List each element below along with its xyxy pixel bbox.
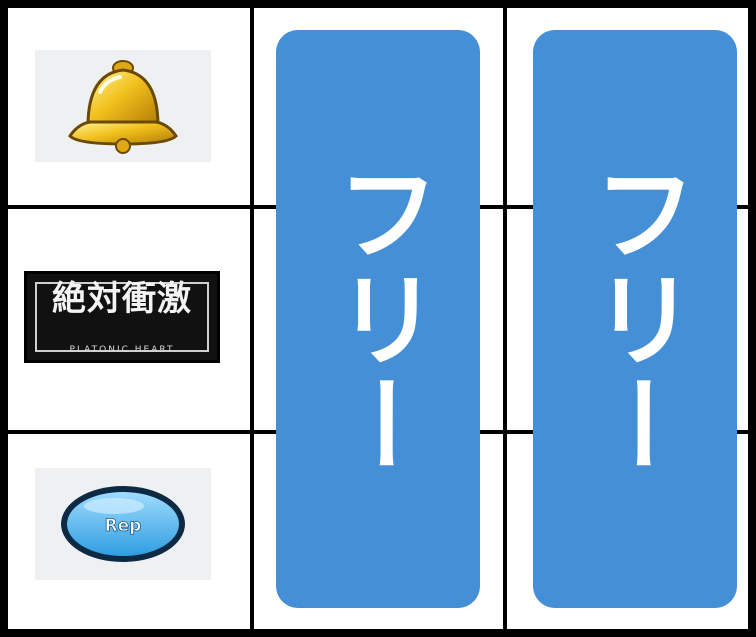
replay-label: Rep bbox=[105, 516, 142, 536]
logo-title: 絶対衝激 bbox=[52, 279, 192, 319]
bell-icon bbox=[68, 60, 178, 154]
logo-subtitle: PLATONIC HEART bbox=[69, 345, 175, 355]
right-reel-free-panel: フリー bbox=[533, 30, 737, 608]
replay-icon: Rep bbox=[61, 486, 185, 562]
center-reel-free-label: フリー bbox=[317, 160, 439, 478]
right-reel-free-label: フリー bbox=[574, 160, 696, 478]
logo-frame bbox=[35, 282, 209, 352]
center-reel-free-panel: フリー bbox=[276, 30, 480, 608]
replay-symbol: Rep bbox=[35, 468, 211, 580]
bell-symbol bbox=[35, 50, 211, 162]
reel-divider-1 bbox=[250, 0, 254, 637]
reel-divider-2 bbox=[503, 0, 507, 637]
logo-symbol: 絶対衝激 PLATONIC HEART bbox=[24, 271, 220, 363]
